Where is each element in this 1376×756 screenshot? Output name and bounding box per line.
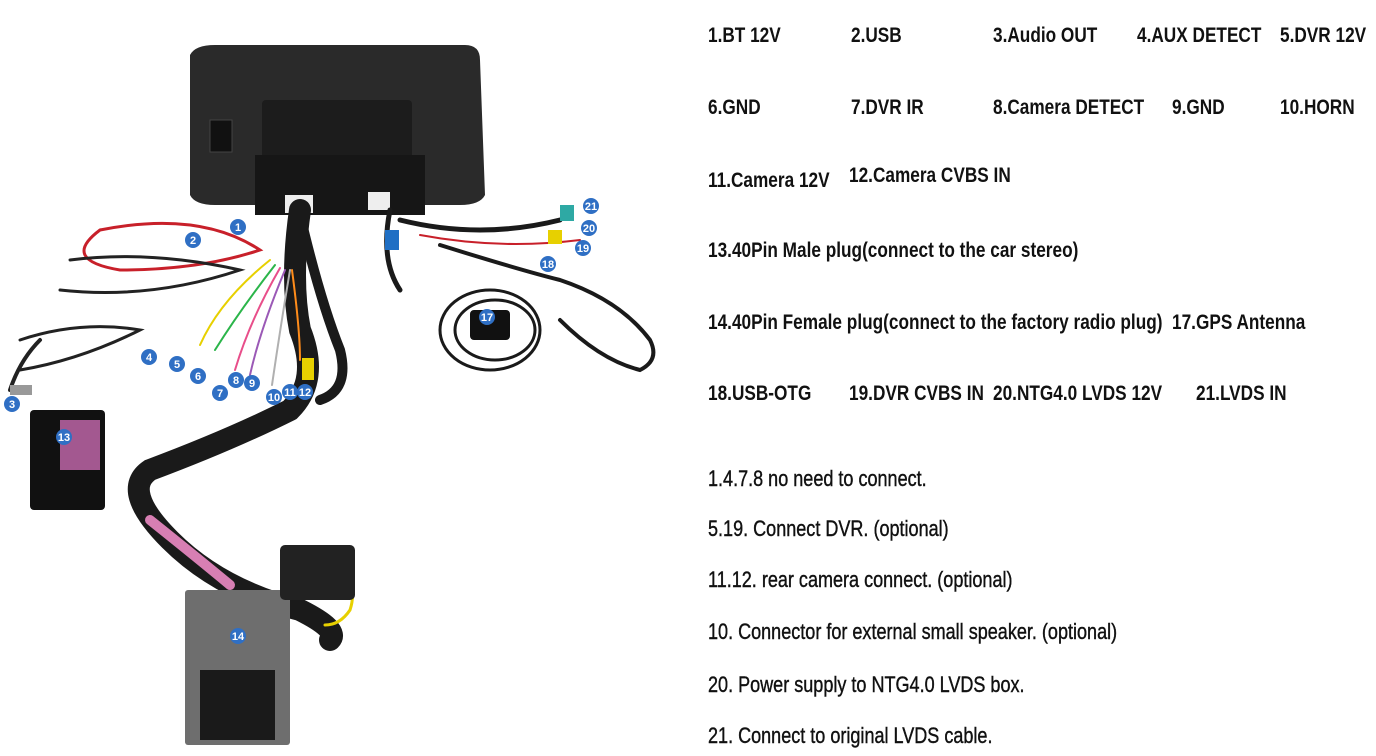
badge-10: 10 <box>266 389 282 405</box>
svg-text:2: 2 <box>190 235 196 247</box>
badge-8: 8 <box>228 372 244 388</box>
note-1: 1.4.7.8 no need to connect. <box>708 466 927 491</box>
legend-item-2: 2.USB <box>851 24 902 47</box>
legend-item-1: 1.BT 12V <box>708 24 781 47</box>
legend-item-4: 4.AUX DETECT <box>1137 24 1262 47</box>
note-6: 21. Connect to original LVDS cable. <box>708 723 993 748</box>
svg-text:18: 18 <box>542 259 554 271</box>
badge-11: 11 <box>282 384 298 400</box>
legend-item-9: 9.GND <box>1172 96 1225 119</box>
svg-text:3: 3 <box>9 399 15 411</box>
badge-3: 3 <box>4 396 20 412</box>
svg-text:8: 8 <box>233 375 239 387</box>
svg-text:21: 21 <box>585 201 597 213</box>
badge-14: 14 <box>230 628 246 644</box>
badge-6: 6 <box>190 368 206 384</box>
legend-panel: 1.BT 12V 2.USB 3.Audio OUT 4.AUX DETECT … <box>683 0 1376 756</box>
svg-text:7: 7 <box>217 388 223 400</box>
legend-item-20: 20.NTG4.0 LVDS 12V <box>993 382 1163 405</box>
legend-item-17: 17.GPS Antenna <box>1172 311 1306 334</box>
svg-text:17: 17 <box>481 312 493 324</box>
badge-20: 20 <box>581 220 597 236</box>
legend-item-8: 8.Camera DETECT <box>993 96 1145 119</box>
note-3: 11.12. rear camera connect. (optional) <box>708 567 1013 592</box>
badge-4: 4 <box>141 349 157 365</box>
head-unit <box>190 45 485 215</box>
legend-item-11: 11.Camera 12V <box>708 169 830 192</box>
svg-text:5: 5 <box>174 359 180 371</box>
legend-item-3: 3.Audio OUT <box>993 24 1098 47</box>
legend-item-19: 19.DVR CVBS IN <box>849 382 984 405</box>
badge-9: 9 <box>244 375 260 391</box>
svg-text:14: 14 <box>232 631 245 643</box>
badge-13: 13 <box>56 429 72 445</box>
svg-text:12: 12 <box>299 387 311 399</box>
legend-item-12: 12.Camera CVBS IN <box>849 164 1011 187</box>
badge-19: 19 <box>575 240 591 256</box>
note-4: 10. Connector for external small speaker… <box>708 619 1118 644</box>
note-2: 5.19. Connect DVR. (optional) <box>708 516 949 541</box>
legend-item-5: 5.DVR 12V <box>1280 24 1367 47</box>
legend-item-14: 14.40Pin Female plug(connect to the fact… <box>708 311 1163 334</box>
legend-item-10: 10.HORN <box>1280 96 1355 119</box>
legend-item-7: 7.DVR IR <box>851 96 924 119</box>
badge-12: 12 <box>297 384 313 400</box>
svg-text:9: 9 <box>249 378 255 390</box>
legend-item-13: 13.40Pin Male plug(connect to the car st… <box>708 239 1079 262</box>
svg-text:1: 1 <box>235 222 241 234</box>
legend-item-18: 18.USB-OTG <box>708 382 812 405</box>
badge-2: 2 <box>185 232 201 248</box>
svg-text:20: 20 <box>583 223 595 235</box>
badge-17: 17 <box>479 309 495 325</box>
svg-text:13: 13 <box>58 432 70 444</box>
svg-text:19: 19 <box>577 243 589 255</box>
product-photo: 1 2 3 4 5 6 7 8 9 10 11 12 13 14 17 18 1… <box>0 0 683 756</box>
badge-18: 18 <box>540 256 556 272</box>
badge-21: 21 <box>583 198 599 214</box>
svg-text:10: 10 <box>268 392 280 404</box>
legend-item-6: 6.GND <box>708 96 761 119</box>
badge-5: 5 <box>169 356 185 372</box>
svg-text:6: 6 <box>195 371 201 383</box>
number-badges: 1 2 3 4 5 6 7 8 9 10 11 12 13 14 17 18 1… <box>4 198 599 644</box>
svg-text:4: 4 <box>146 352 153 364</box>
svg-text:11: 11 <box>284 387 296 399</box>
badge-7: 7 <box>212 385 228 401</box>
badge-1: 1 <box>230 219 246 235</box>
note-5: 20. Power supply to NTG4.0 LVDS box. <box>708 672 1025 697</box>
legend-item-21: 21.LVDS IN <box>1196 382 1287 405</box>
